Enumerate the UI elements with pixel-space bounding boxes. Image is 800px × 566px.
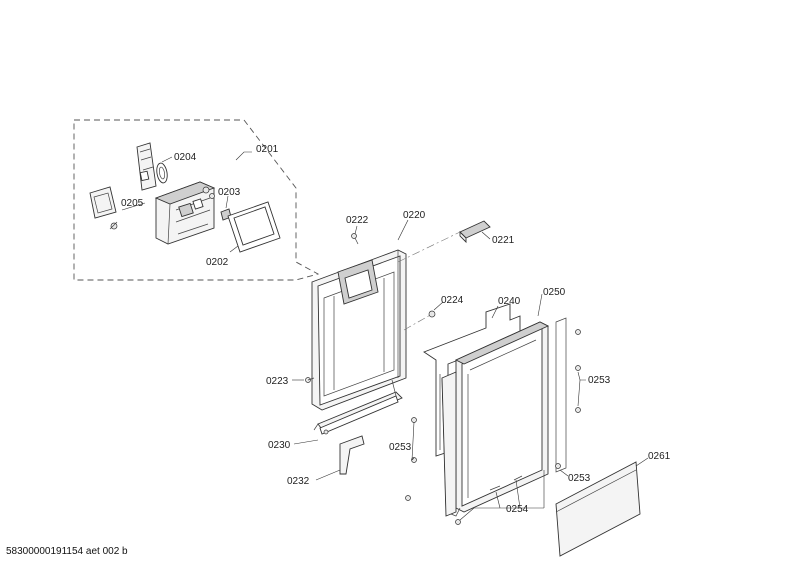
label-0204: 0204: [174, 152, 197, 163]
label-0220: 0220: [403, 210, 426, 221]
label-0201: 0201: [256, 144, 279, 155]
part-0230: [313, 379, 403, 435]
label-0230: 0230: [268, 440, 291, 451]
label-0202: 0202: [206, 257, 229, 268]
label-0224: 0224: [441, 295, 464, 306]
control-housing: [154, 181, 216, 245]
label-0223: 0223: [266, 376, 289, 387]
part-0204: [136, 142, 168, 191]
part-0223-screw: [305, 377, 315, 383]
label-0253-bottom: 0253: [568, 473, 591, 484]
leader-lines: [121, 151, 649, 521]
part-0250: [441, 317, 567, 517]
detail-inset: [73, 119, 320, 281]
assembly-line-0221: [397, 231, 461, 263]
label-0250: 0250: [543, 287, 566, 298]
screws-0253: [405, 329, 581, 525]
part-0221: [459, 220, 491, 244]
part-0202: [227, 201, 281, 253]
label-0253-left: 0253: [389, 442, 412, 453]
label-0254: 0254: [506, 504, 529, 515]
part-0232: [339, 435, 365, 475]
part-labels: 0201 0202 0203 0204 0205 0220 0221 0222 …: [121, 144, 671, 515]
part-0205: [89, 186, 118, 230]
assembly-line-0224: [403, 313, 433, 331]
label-0221: 0221: [492, 235, 515, 246]
label-0253-right: 0253: [588, 375, 611, 386]
label-0203: 0203: [218, 187, 241, 198]
label-0232: 0232: [287, 476, 310, 487]
part-0261: [555, 461, 641, 557]
label-0205: 0205: [121, 198, 144, 209]
label-0240: 0240: [498, 296, 521, 307]
label-0261: 0261: [648, 451, 671, 462]
label-0222: 0222: [346, 215, 369, 226]
document-id: 58300000191154 aet 002 b: [6, 546, 128, 557]
part-0220: [311, 249, 407, 411]
part-0222-screw: [351, 233, 359, 245]
